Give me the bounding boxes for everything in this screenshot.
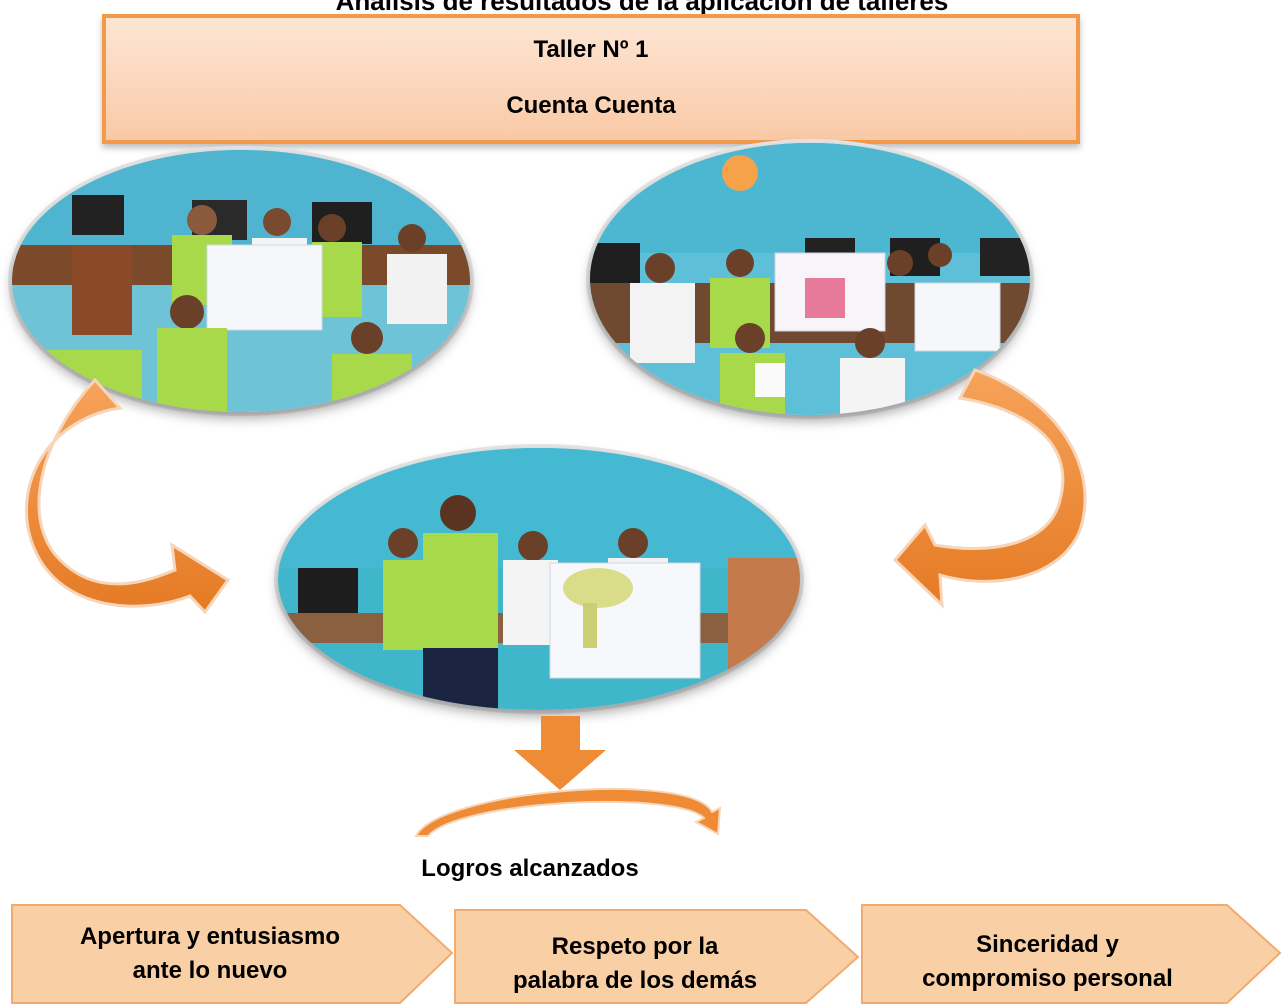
- photo-students-seated-left: [12, 150, 470, 412]
- achievement-item-2: Respeto por la palabra de los demás: [460, 930, 810, 998]
- achievement-chevron-3: [861, 904, 1282, 1004]
- workshop-name: Cuenta Cuenta: [506, 92, 676, 119]
- page-title: Análisis de resultados de la aplicación …: [335, 0, 949, 16]
- achievement-item-2-line2: palabra de los demás: [512, 967, 758, 994]
- curved-arrow-right-icon: [892, 368, 1087, 609]
- workshop-title-box: Taller Nº 1 Cuenta Cuenta: [102, 14, 1080, 144]
- achievement-item-1: Apertura y entusiasmo ante lo nuevo: [20, 920, 400, 988]
- down-arrow-icon: [514, 716, 606, 790]
- achievement-chevron-2: [454, 909, 860, 1004]
- achievement-item-2-line1: Respeto por la: [551, 933, 719, 960]
- photo-students-seated-right: [590, 143, 1030, 415]
- achievement-item-1-line1: Apertura y entusiasmo: [79, 923, 341, 950]
- achievements-label: Logros alcanzados: [421, 855, 639, 882]
- curved-arrow-left-icon: [24, 377, 231, 615]
- achievement-item-3: Sinceridad y compromiso personal: [870, 928, 1225, 996]
- achievement-item-3-line2: compromiso personal: [922, 965, 1173, 992]
- achievement-chevron-1: [11, 904, 454, 1004]
- workshop-number: Taller Nº 1: [533, 36, 649, 63]
- achievement-item-3-line1: Sinceridad y: [976, 931, 1119, 958]
- split-arc-arrow-icon: [414, 788, 722, 837]
- achievement-item-1-line2: ante lo nuevo: [132, 957, 288, 984]
